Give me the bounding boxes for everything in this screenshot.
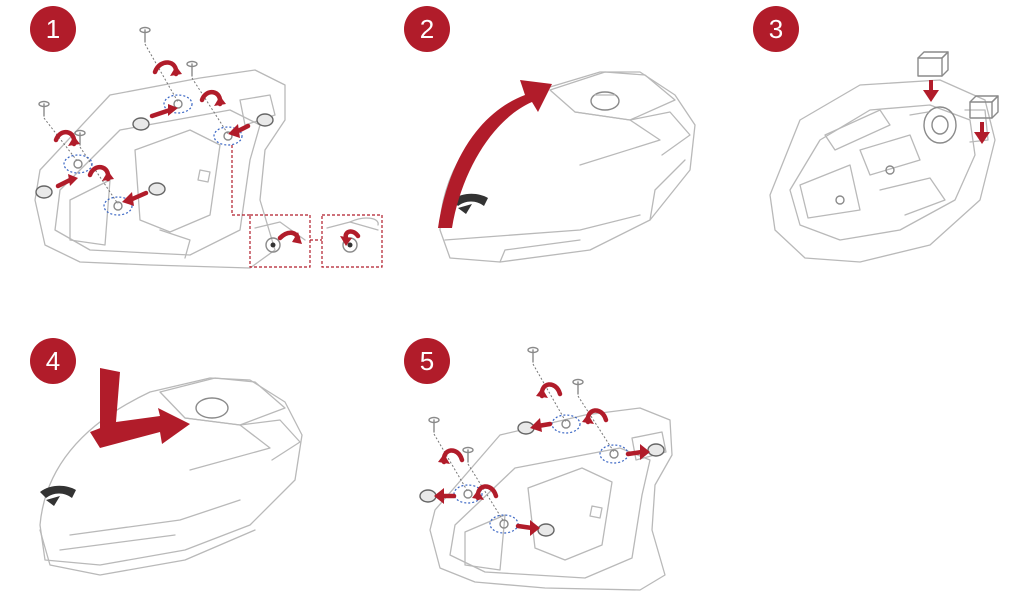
switch-component-icon (917, 51, 999, 119)
step-5-illustration (419, 346, 673, 591)
step-2-illustration (438, 71, 696, 263)
mouse-underside-outline (34, 69, 286, 269)
step-1-panel: 1 (0, 0, 400, 290)
step-1-badge: 1 (30, 6, 76, 52)
screw-icon (428, 346, 615, 523)
rog-logo-icon (452, 193, 488, 214)
push-arrow-icon (434, 418, 650, 536)
step-4-badge: 4 (30, 338, 76, 384)
mouse-top-outline (439, 71, 696, 263)
insert-arrow-icon (923, 80, 990, 144)
pull-arrow-icon (55, 104, 251, 206)
step-3-panel: 3 (730, 0, 1032, 290)
inset-detail-2 (326, 217, 379, 253)
rotate-arrow-icon (53, 60, 226, 182)
inset-detail-1 (254, 221, 306, 253)
mouse-interior-outline (769, 79, 996, 263)
step-2-badge: 2 (404, 6, 450, 52)
rotate-arrow-icon (438, 382, 609, 501)
step-2-panel: 2 (400, 0, 730, 290)
screw-icon (38, 26, 229, 205)
step-3-illustration (769, 51, 999, 263)
slide-arrow-icon (90, 368, 190, 448)
mouse-foot-icon (35, 113, 274, 199)
step-4-illustration (39, 368, 303, 576)
step-5-panel: 5 (400, 320, 730, 615)
mouse-foot-icon (419, 421, 665, 537)
step-3-badge: 3 (753, 6, 799, 52)
step-1-illustration (34, 26, 383, 269)
step-4-panel: 4 (0, 320, 400, 615)
rog-logo-icon (40, 485, 76, 506)
mouse-top-outline-assembled (39, 377, 303, 566)
step-5-badge: 5 (404, 338, 450, 384)
lift-arrow-icon (438, 80, 552, 228)
